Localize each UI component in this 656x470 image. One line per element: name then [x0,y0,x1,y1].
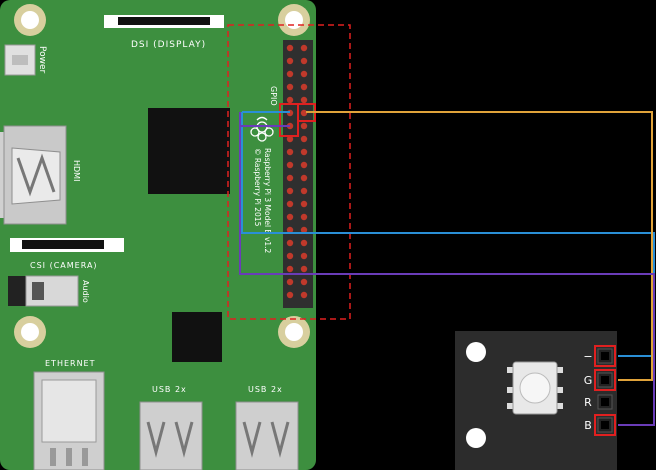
gpio-pin [300,213,308,221]
audio-label: Audio [81,280,90,303]
module-pin-highlight [594,345,616,367]
gpio-pin [300,226,308,234]
gpio-pin [300,122,308,130]
module-pin-label: B [584,419,592,432]
usb-port [139,401,203,470]
power-label: Power [37,46,47,74]
gpio-pin [300,83,308,91]
power-connector [4,44,36,76]
dsi-connector [104,15,224,28]
module-pin: − [583,345,616,367]
wire-green [306,111,653,381]
gpio-pin [286,174,294,182]
module-pin: B [584,414,616,436]
gpio-pin [300,96,308,104]
gpio-pin [300,161,308,169]
gpio-pin [286,57,294,65]
module-pin-label: R [584,396,592,409]
dsi-label: DSI (DISPLAY) [131,40,206,50]
gpio-pin [286,226,294,234]
rgb-led-icon [507,361,563,415]
soc-chip [148,108,230,194]
gpio-pin [300,200,308,208]
gpio-pin [286,278,294,286]
gpio-pin [286,187,294,195]
usb-label-2: USB 2x [248,385,283,394]
gpio-pin [286,83,294,91]
model-line-1: Raspberry Pi 3 Model B v1.2 [263,148,272,254]
gpio-pin [300,44,308,52]
gpio-pin [286,161,294,169]
gpio-pin [286,148,294,156]
gpio-pin [300,265,308,273]
usb-label-1: USB 2x [152,385,187,394]
raspberry-pi-board [0,0,316,470]
gpio-pin [300,148,308,156]
gpio-pin [300,109,308,117]
gpio-pin [286,135,294,143]
module-pin: G [584,369,616,391]
gpio-pin [286,96,294,104]
csi-label: CSI (CAMERA) [30,261,98,270]
gpio-pin [300,291,308,299]
module-pin-label: G [584,374,593,387]
gpio-pin [286,291,294,299]
gpio-pin [300,187,308,195]
model-line-2: © Raspberry Pi 2015 [253,148,262,227]
ethernet-port [33,371,105,470]
gpio-pin [286,44,294,52]
mounting-hole [14,316,46,348]
rgb-led-module [455,331,617,470]
gpio-pin [286,200,294,208]
gpio-pin [300,57,308,65]
mounting-hole [14,4,46,36]
gpio-pin [286,252,294,260]
wire-blue [239,112,655,426]
gpio-pin [300,174,308,182]
gpio-pin [286,239,294,247]
gpio-pin [286,70,294,78]
gpio-pin [300,135,308,143]
gpio-pin [300,70,308,78]
csi-connector [10,238,124,252]
lan-chip [172,312,222,362]
gpio-pin [300,252,308,260]
hdmi-connector [0,125,67,225]
module-pin-highlight [594,414,616,436]
module-pin: R [584,394,613,410]
usb-port [235,401,299,470]
ethernet-label: ETHERNET [45,359,96,368]
hdmi-label: HDMI [72,160,81,181]
gpio-pins [286,44,308,299]
gpio-pin [300,239,308,247]
gpio-pin [286,213,294,221]
audio-jack [8,275,79,307]
gpio-highlight-region [227,24,351,320]
module-pin-label: − [583,350,592,363]
gpio-pin [286,265,294,273]
wire-ground [241,111,655,357]
mounting-hole [278,316,310,348]
module-pin-highlight [594,369,616,391]
mounting-hole [278,4,310,36]
gpio-label: GPIO [269,86,278,106]
gpio-pin [300,278,308,286]
